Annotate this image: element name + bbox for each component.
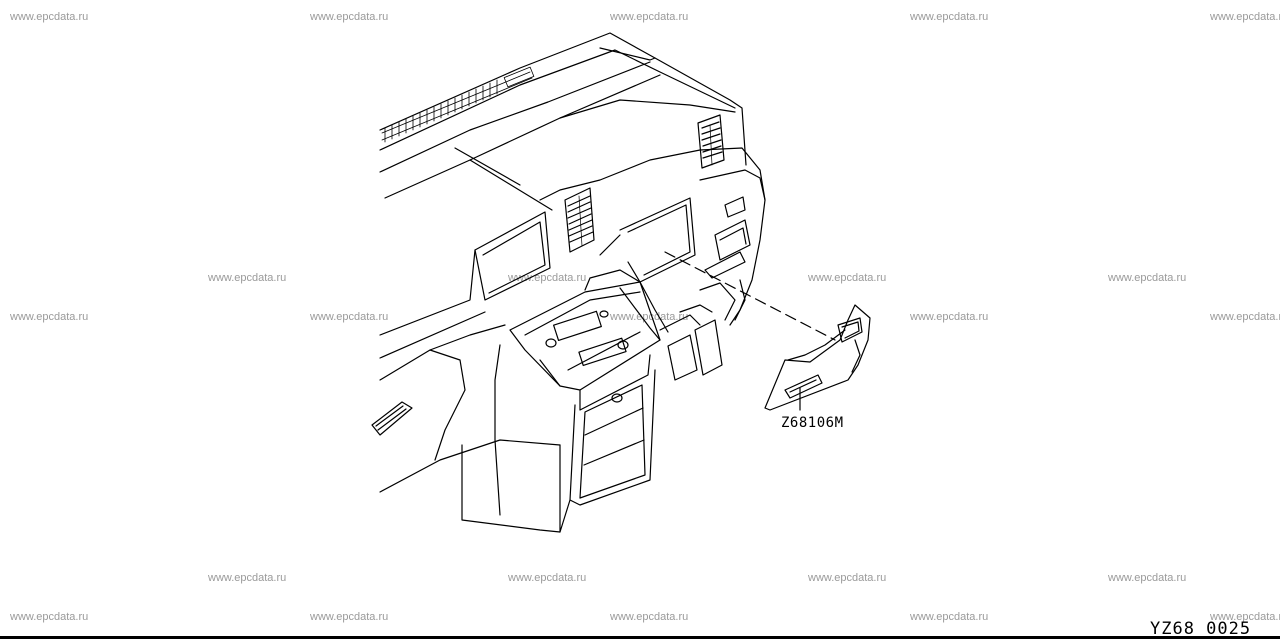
watermark: www.epcdata.ru [1108,572,1187,584]
watermark: www.epcdata.ru [808,572,887,584]
watermark: www.epcdata.ru [10,611,89,623]
trim-panel-part [765,305,870,410]
watermark: www.epcdata.ru [910,11,989,23]
watermark: www.epcdata.ru [808,272,887,284]
watermark: www.epcdata.ru [610,311,689,323]
side-vent-left [372,402,412,435]
diagram-code: YZ68 0025 [1150,619,1252,639]
defroster-grille [382,67,534,142]
center-console [510,270,668,390]
watermark: www.epcdata.ru [910,311,989,323]
watermark: www.epcdata.ru [10,311,89,323]
part-number-label[interactable]: Z68106M [781,415,844,431]
knee-bolster-area [660,305,722,380]
watermark: www.epcdata.ru [1210,11,1280,23]
lower-console-box [540,355,655,532]
watermark: www.epcdata.ru [310,11,389,23]
watermark: www.epcdata.ru [310,311,389,323]
lower-dash-body [380,325,560,532]
watermark: www.epcdata.ru [1108,272,1187,284]
watermark: www.epcdata.ru [508,272,587,284]
watermark: www.epcdata.ru [910,611,989,623]
dashboard-top-surface [380,33,746,210]
watermark: www.epcdata.ru [10,11,89,23]
watermark: www.epcdata.ru [1210,611,1280,623]
watermark: www.epcdata.ru [610,611,689,623]
right-air-vent [698,115,724,168]
leader-line [665,252,835,340]
dash-right-end [700,170,765,325]
watermark: www.epcdata.ru [610,11,689,23]
watermark: www.epcdata.ru [508,572,587,584]
watermark: www.epcdata.ru [208,272,287,284]
center-air-vent [565,188,594,252]
meter-hood [540,148,765,282]
watermark: www.epcdata.ru [1210,311,1280,323]
glove-box-panel [380,212,550,358]
watermark: www.epcdata.ru [310,611,389,623]
watermark: www.epcdata.ru [208,572,287,584]
bottom-rule [0,636,1280,639]
